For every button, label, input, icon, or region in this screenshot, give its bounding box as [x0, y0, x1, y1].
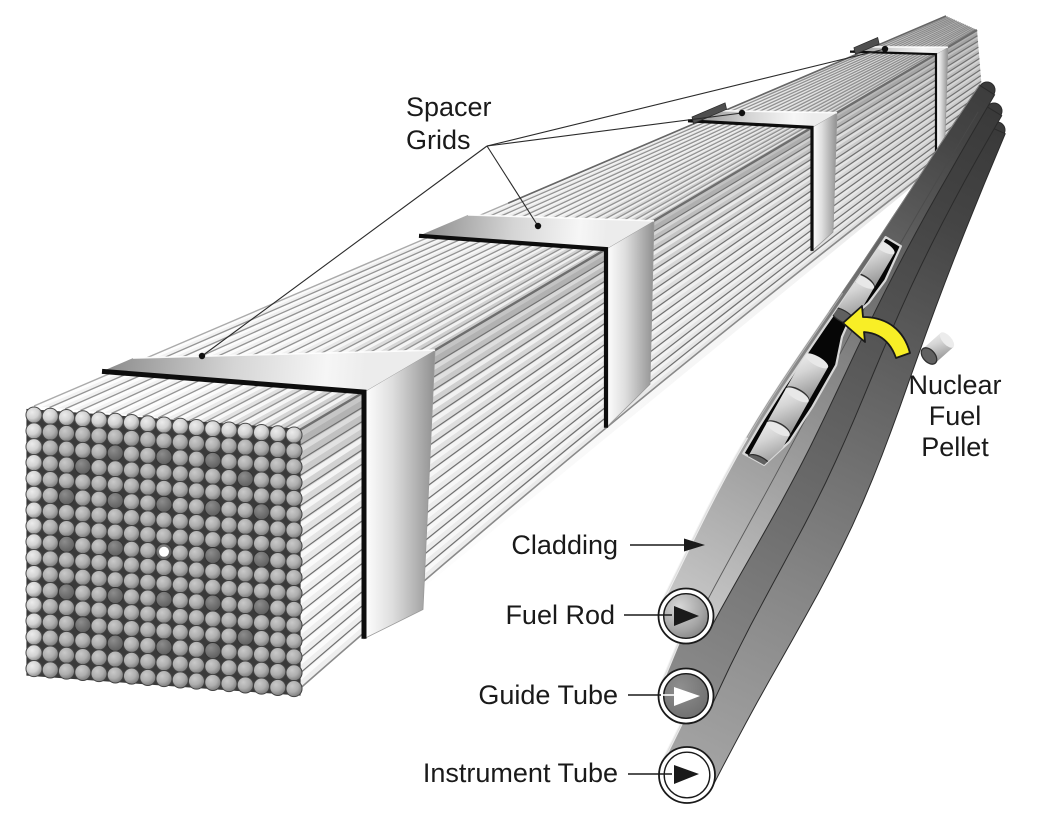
spacer-grids-label-line1: Spacer	[406, 92, 492, 122]
instrument-tube-label: Instrument Tube	[423, 758, 618, 788]
labels: Spacer Grids Cladding Fuel Rod Guide Tub…	[406, 92, 1002, 788]
fuel-pellets-stack	[747, 238, 895, 465]
spacer-grid-1	[101, 349, 436, 640]
cladding-cutaway	[742, 236, 902, 466]
instrument-tube-position-dot	[159, 546, 169, 557]
fuel-bundle	[25, 15, 986, 698]
guide-tube-label: Guide Tube	[478, 680, 618, 710]
pellet-label-line2: Fuel	[929, 401, 982, 431]
fuel-rod-label: Fuel Rod	[505, 600, 615, 630]
spacer-grid-2	[418, 214, 655, 429]
label-leaders	[624, 538, 705, 784]
cladding-label: Cladding	[511, 530, 618, 560]
rod-end-grid	[25, 406, 303, 698]
pellet-label-line1: Nuclear	[908, 370, 1001, 400]
pellet-label-line3: Pellet	[921, 432, 989, 462]
spacer-grids-label-line2: Grids	[406, 125, 471, 155]
spacer-grids-leaders	[198, 45, 889, 360]
rod-tubes	[659, 81, 1006, 789]
bundle-depth-shading	[34, 16, 985, 692]
nuclear-fuel-pellet	[920, 332, 955, 365]
pellet-arrow-icon	[842, 305, 911, 359]
bundle-front-face	[25, 406, 303, 698]
